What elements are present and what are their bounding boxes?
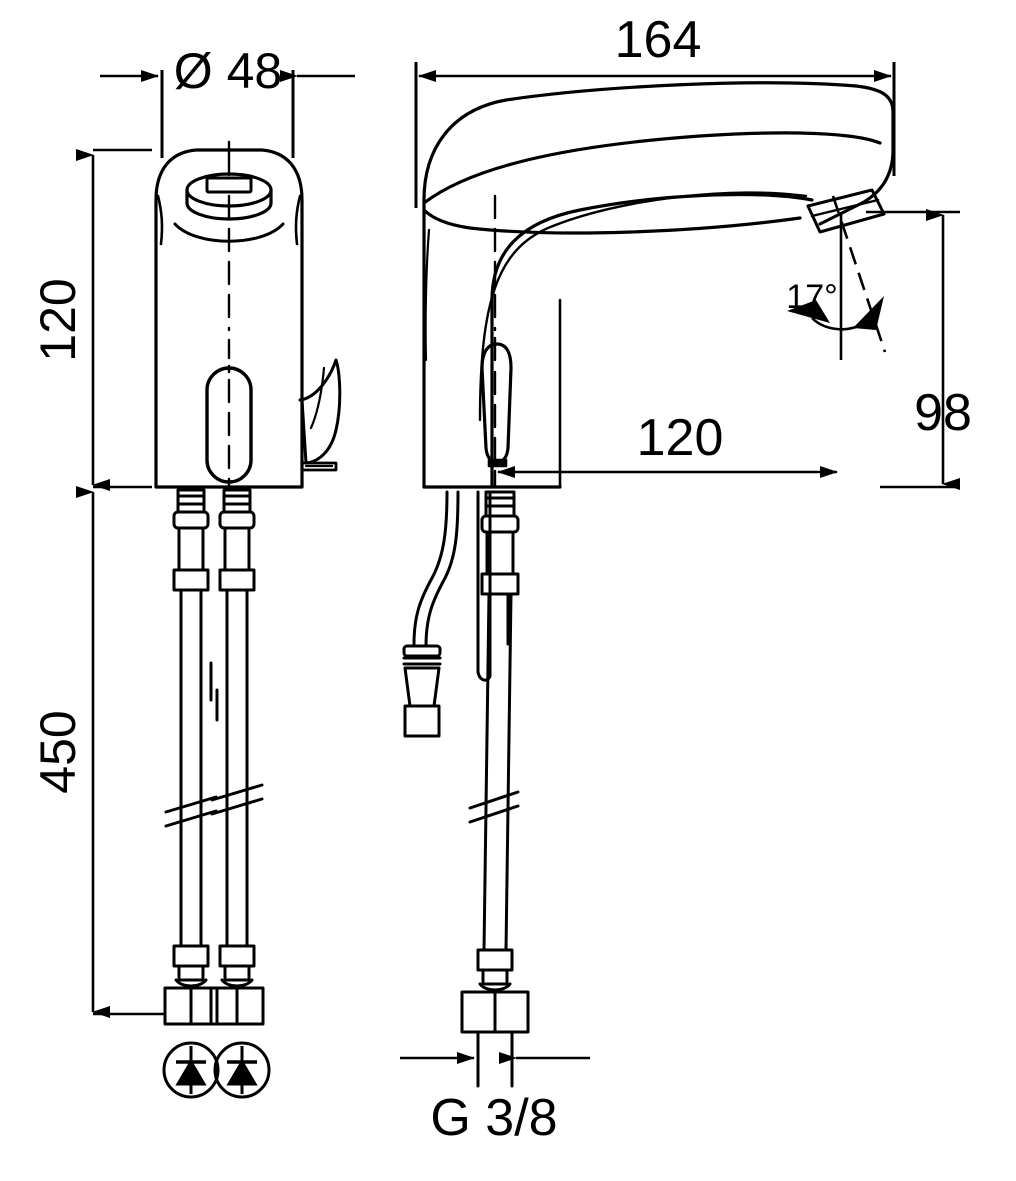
dimension-length-164: 164 xyxy=(414,11,896,208)
dimension-label-height-98: 98 xyxy=(914,384,972,442)
dimension-reach-120: 120 xyxy=(497,409,838,478)
dimension-label-hose-450: 450 xyxy=(30,710,86,793)
dimension-label-height-120: 120 xyxy=(30,278,86,361)
dimension-height-120: 120 xyxy=(30,148,152,491)
dimension-height-98: 98 xyxy=(866,209,972,490)
dimension-angle-17: 17° xyxy=(786,195,887,360)
dimension-label-diameter-48: Ø 48 xyxy=(174,43,282,99)
check-valve-symbol-left xyxy=(162,1041,220,1099)
dimension-thread-g38: G 3/8 xyxy=(400,1032,590,1147)
dimension-label-angle-17: 17° xyxy=(786,278,837,316)
dimension-hose-450: 450 xyxy=(30,486,165,1018)
dimension-label-length-164: 164 xyxy=(615,11,702,69)
dimension-diameter-48: Ø 48 xyxy=(100,43,355,158)
side-view-geometry xyxy=(402,81,895,1088)
dimension-label-thread-g38: G 3/8 xyxy=(430,1089,557,1147)
dimension-label-reach-120: 120 xyxy=(637,409,724,467)
front-view-geometry xyxy=(154,140,342,1026)
check-valve-symbol-right xyxy=(213,1041,271,1099)
